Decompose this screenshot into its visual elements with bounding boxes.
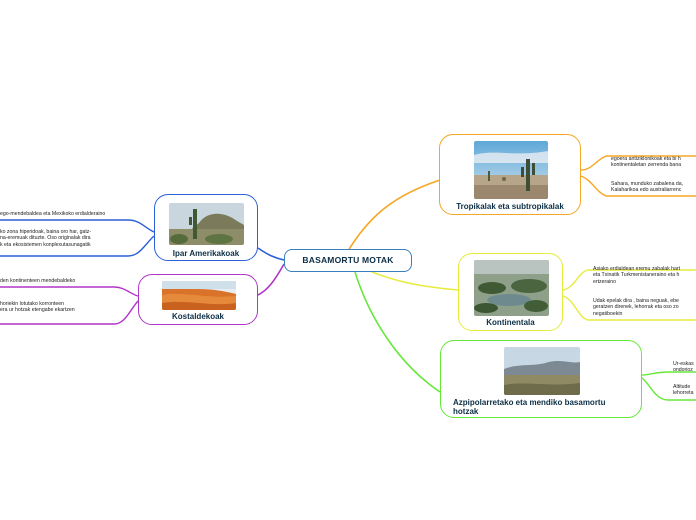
node-polar[interactable]: Azpipolarretako eta mendiko basamortu ho… <box>440 340 642 418</box>
node-continental[interactable]: Kontinentala <box>458 253 563 331</box>
tropical-desert-image <box>474 141 548 199</box>
coastal-label: Kostaldekoak <box>171 312 225 321</box>
leaf-north-america-2[interactable]: ko zona hiperidoak, baina oro har, gatz-… <box>0 229 92 248</box>
edge-north-america <box>257 247 285 261</box>
edge-continental <box>371 271 459 291</box>
leaf-north-america-1[interactable]: ego-mendebaldea eta Mexikoko erdialderai… <box>0 211 106 217</box>
polar-desert-image <box>504 347 580 395</box>
tropical-label: Tropikalak eta subtropikalak <box>456 202 564 211</box>
leaf-polar-2[interactable]: Altitude lehorreta <box>673 384 694 397</box>
leaf-coastal-2[interactable]: horiekin lotutako korronteen era ur hotz… <box>0 301 75 314</box>
edge-coastal <box>257 263 285 296</box>
coastal-desert-image <box>162 281 236 310</box>
node-coastal[interactable]: Kostaldekoak <box>138 274 258 325</box>
edge-polar <box>354 271 441 393</box>
continental-desert-image <box>474 260 549 316</box>
north-america-label: Ipar Amerikakoak <box>172 249 240 258</box>
leaf-coastal-1[interactable]: den kontinenteen mendebaldeko <box>0 278 76 284</box>
node-tropical[interactable]: Tropikalak eta subtropikalak <box>439 134 581 215</box>
polar-label: Azpipolarretako eta mendiko basamortu ho… <box>453 398 606 416</box>
leaf-tropical-1[interactable]: egoera antiziklonikoak eta bi h kontinen… <box>611 156 682 169</box>
leaf-polar-1[interactable]: Ur-eskas ondorioz <box>673 361 694 374</box>
leaf-tropical-2[interactable]: Sahara, munduko zabalena da, Kalaharikoa… <box>611 181 684 194</box>
central-topic-label: BASAMORTU MOTAK <box>302 255 394 265</box>
north-america-desert-image <box>169 203 244 245</box>
edge-tropical <box>347 179 441 252</box>
continental-label: Kontinentala <box>486 318 535 327</box>
central-topic[interactable]: BASAMORTU MOTAK <box>284 249 412 272</box>
leaf-continental-2[interactable]: Udak epelak dira , baina neguak, ebe ger… <box>593 298 679 317</box>
node-north-america[interactable]: Ipar Amerikakoak <box>154 194 258 261</box>
leaf-continental-1[interactable]: Asiako erdialdean eremu zabalak hart eta… <box>593 266 681 285</box>
